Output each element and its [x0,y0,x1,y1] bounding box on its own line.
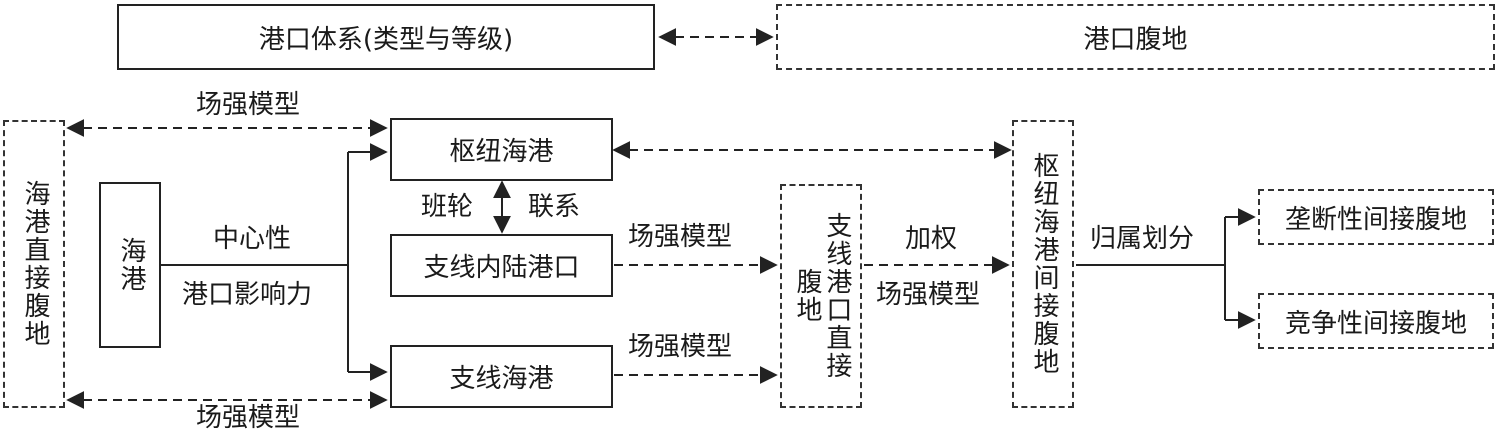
sea-direct-hinterland-box: 海港直接腹地 [3,120,65,408]
hub-indirect-hinterland-box: 枢纽海港间接腹地 [1012,120,1074,408]
seaport-box: 海港 [99,182,161,348]
seaport-label: 海港 [115,237,146,293]
port-influence-label: 港口影响力 [182,280,313,310]
feeder-inland-port-label: 支线内陆港口 [423,253,580,283]
hub-seaport-box: 枢纽海港 [390,118,613,181]
feeder-inland-port-box: 支线内陆港口 [390,234,613,297]
feeder-seaport-box: 支线海港 [390,345,613,408]
port-system-label: 港口体系(类型与等级) [258,24,514,55]
competitive-indirect-box: 竞争性间接腹地 [1258,293,1494,349]
field-model-feeder-label: 场强模型 [628,332,733,362]
monopoly-indirect-box: 垄断性间接腹地 [1258,189,1494,245]
field-model-inland-label: 场强模型 [628,222,733,252]
feeder-direct-hinterland-box: 支线港口直接腹地 [780,184,862,408]
port-hinterland-box: 港口腹地 [776,4,1495,70]
feeder-seaport-label: 支线海港 [449,364,554,394]
field-model-top-label: 场强模型 [196,90,301,120]
field-model-bottom-label: 场强模型 [196,403,301,433]
port-system-box: 港口体系(类型与等级) [117,4,655,70]
attribution-label: 归属划分 [1090,224,1195,254]
hub-seaport-label: 枢纽海港 [449,137,554,167]
feeder-direct-hinterland-label: 支线港口直接腹地 [792,212,852,380]
connection-label: 联系 [528,192,581,222]
port-hinterland-label: 港口腹地 [1083,24,1188,55]
liner-label: 班轮 [421,192,474,222]
competitive-indirect-label: 竞争性间接腹地 [1284,308,1467,339]
hub-indirect-hinterland-label: 枢纽海港间接腹地 [1028,152,1059,376]
monopoly-indirect-label: 垄断性间接腹地 [1284,204,1467,235]
centrality-label: 中心性 [213,224,292,254]
sea-direct-hinterland-label: 海港直接腹地 [19,180,50,348]
weighting-label: 加权 [905,224,958,254]
field-model-weight-label: 场强模型 [876,280,981,310]
